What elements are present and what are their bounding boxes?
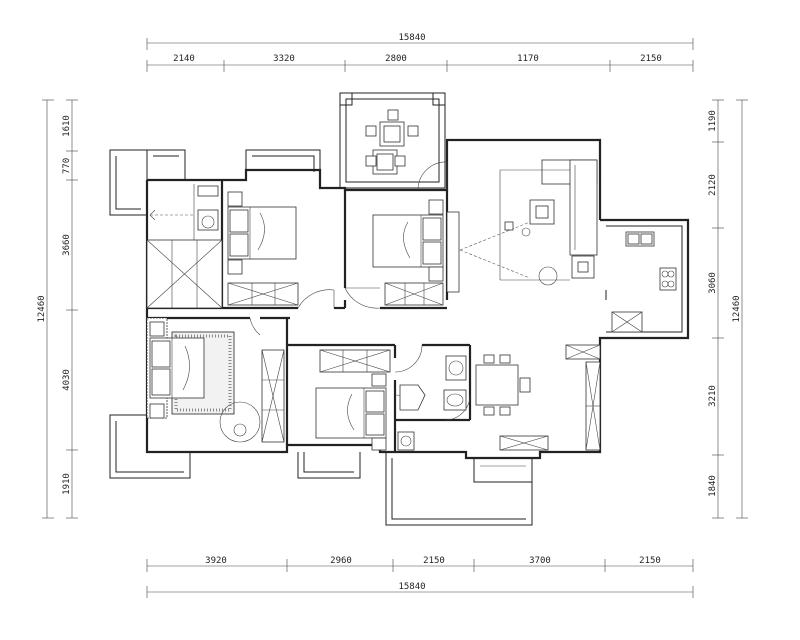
dining-furniture <box>475 344 601 451</box>
right-segment-1: 1190 <box>708 110 718 132</box>
top-segment-dimensions: 2140 3320 2800 1170 2150 <box>146 54 694 72</box>
bottom-balcony <box>473 458 533 483</box>
bedroom-3-furniture <box>315 349 391 451</box>
top-segment-4: 1170 <box>517 54 539 64</box>
doors <box>249 161 471 421</box>
bottom-total-dimension: 15840 <box>146 582 694 598</box>
living-room-furniture <box>459 159 598 286</box>
bedroom-1-bed <box>227 191 299 306</box>
bottom-segment-dimensions: 3920 2960 2150 3700 2150 <box>146 556 694 572</box>
bay-windows <box>109 92 533 526</box>
top-segment-1: 2140 <box>173 54 195 64</box>
top-segment-3: 2800 <box>385 54 407 64</box>
right-segment-5: 1840 <box>708 475 718 497</box>
right-segment-3: 3060 <box>708 272 718 294</box>
kitchen-fixtures <box>611 231 677 333</box>
top-segment-2: 3320 <box>273 54 295 64</box>
left-segment-5: 1910 <box>62 473 72 495</box>
bedroom-2-bed <box>372 199 460 306</box>
right-total-dimension: 12460 <box>732 99 748 519</box>
left-segment-3: 3660 <box>62 234 72 256</box>
bottom-segment-5: 2150 <box>639 556 661 566</box>
right-segment-4: 3210 <box>708 385 718 407</box>
left-total-dimension: 12460 <box>37 99 54 519</box>
top-total-dimension: 15840 <box>146 33 694 50</box>
bottom-total-label: 15840 <box>398 582 425 592</box>
balcony-dining-set <box>365 109 419 175</box>
left-segment-2: 770 <box>62 158 72 174</box>
bottom-segment-2: 2960 <box>330 556 352 566</box>
left-total-label: 12460 <box>37 295 47 322</box>
left-segment-dimensions: 1610 770 3660 4030 1910 <box>62 99 78 519</box>
bottom-segment-3: 2150 <box>423 556 445 566</box>
bathroom-fixtures <box>397 355 467 451</box>
exterior-walls <box>145 138 690 460</box>
top-segment-5: 2150 <box>640 54 662 64</box>
right-segment-2: 2120 <box>708 174 718 196</box>
right-segment-dimensions: 1190 2120 3060 3210 1840 <box>708 99 724 519</box>
bottom-segment-4: 3700 <box>529 556 551 566</box>
top-total-label: 15840 <box>398 33 425 43</box>
bottom-segment-1: 3920 <box>205 556 227 566</box>
left-segment-1: 1610 <box>62 115 72 137</box>
right-total-label: 12460 <box>732 295 742 322</box>
left-bedroom-furniture <box>146 184 223 309</box>
master-bedroom-furniture <box>146 317 285 443</box>
left-segment-4: 4030 <box>62 369 72 391</box>
